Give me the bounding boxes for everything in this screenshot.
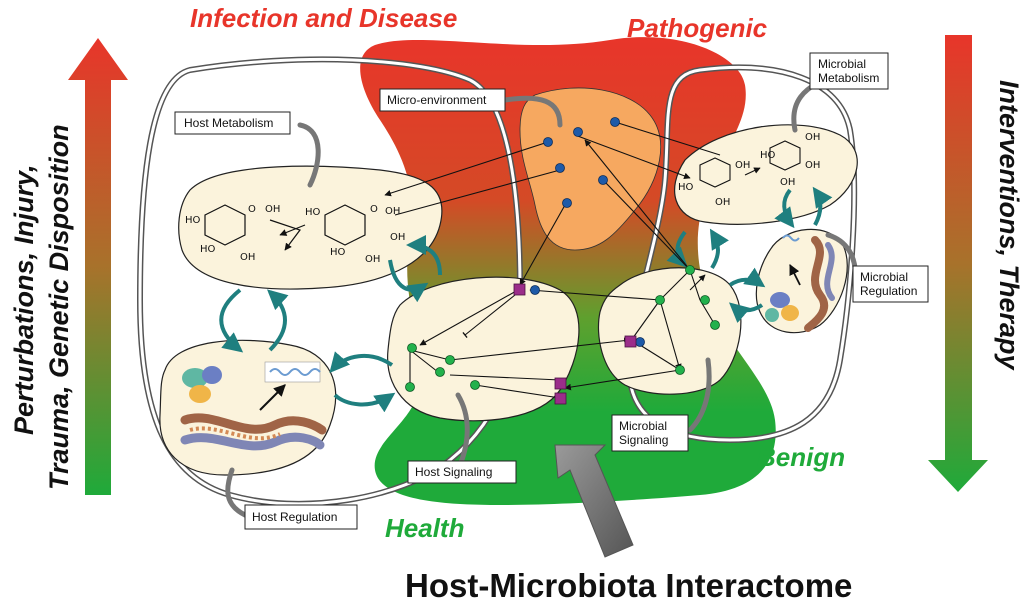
chem-label: OH: [390, 232, 405, 243]
benign-label: Benign: [757, 442, 845, 472]
left-side-text-line2: Trauma, Genetic Disposition: [44, 124, 74, 490]
host-system-boundary: [136, 56, 524, 507]
chem-label: OH: [240, 252, 255, 263]
microbial-regulation-callout: Microbial Regulation: [852, 265, 929, 303]
interface-junctions: [513, 283, 637, 405]
chem-label: HO: [760, 150, 776, 161]
microbial-transcription-arrow: [789, 264, 801, 286]
left-side-text-line1: Perturbations, Injury,: [9, 164, 39, 435]
chem-label: OH: [265, 204, 280, 215]
right-vertical-arrow: [928, 35, 988, 492]
host-glucose-molecules: [204, 204, 366, 251]
right-side-text: Interventions, Therapy: [994, 80, 1024, 372]
chem-label: OH: [780, 177, 795, 188]
chem-label: HO: [330, 247, 346, 258]
callout-host-signaling: Host Signaling: [415, 465, 492, 479]
chem-label: O: [370, 204, 378, 215]
chem-label: OH: [715, 197, 730, 208]
callout-microbial-metabolism-2: Metabolism: [818, 71, 879, 85]
microbial-metabolism-compartment: [674, 124, 858, 225]
microbial-system-boundary: [626, 64, 858, 444]
feedback-loops: [219, 186, 833, 413]
chem-label: HO: [200, 244, 216, 255]
host-mrna: [264, 361, 321, 383]
left-vertical-arrow: [68, 38, 128, 495]
callout-microbial-signaling-1: Microbial: [619, 419, 667, 433]
callout-micro-environment: Micro-environment: [387, 93, 487, 107]
callout-microbial-regulation-1: Microbial: [860, 270, 908, 284]
chem-label: OH: [805, 132, 820, 143]
health-label: Health: [385, 513, 464, 543]
microbial-signaling-compartment: [597, 267, 742, 395]
pathogenic-label: Pathogenic: [627, 13, 768, 43]
microbial-signaling-callout: Microbial Signaling: [611, 414, 689, 452]
chem-label: O: [248, 204, 256, 215]
host-transcription-arrow: [259, 384, 286, 411]
host-regulation-callout: Host Regulation: [244, 504, 358, 530]
chem-label: OH: [385, 206, 400, 217]
callout-microbial-regulation-2: Regulation: [860, 284, 917, 298]
microbial-dna: [804, 236, 835, 332]
chem-label: OH: [805, 160, 820, 171]
interactome-pointer-arrow: [554, 444, 634, 558]
network-edges: [384, 121, 721, 399]
host-metabolism-callout: Host Metabolism: [174, 111, 291, 135]
callout-microbial-signaling-2: Signaling: [619, 433, 668, 447]
callout-microbial-metabolism-1: Microbial: [818, 57, 866, 71]
chem-label: HO: [185, 215, 201, 226]
host-dna: [180, 413, 327, 451]
host-signaling-compartment: [387, 276, 580, 422]
microbial-glucose-molecules: [699, 140, 801, 188]
microbial-metabolism-callout: Microbial Metabolism: [809, 52, 889, 90]
host-regulation-compartment: [159, 339, 337, 476]
callout-host-regulation: Host Regulation: [252, 510, 337, 524]
host-proteins: [182, 366, 222, 403]
callout-host-metabolism: Host Metabolism: [184, 116, 273, 130]
chem-label: HO: [678, 182, 694, 193]
micro-environment-callout: Micro-environment: [379, 88, 506, 112]
chem-label: OH: [365, 254, 380, 265]
host-signaling-callout: Host Signaling: [407, 460, 517, 484]
microbial-mrna: [782, 234, 800, 242]
host-metabolism-compartment: [178, 165, 443, 290]
chem-label: HO: [305, 207, 321, 218]
micro-environment-nodes: [530, 117, 645, 347]
signaling-nodes: [405, 265, 720, 392]
micro-environment-region: [519, 87, 662, 251]
chem-label: OH: [735, 160, 750, 171]
main-title: Host-Microbiota Interactome: [405, 567, 852, 604]
infection-disease-label: Infection and Disease: [190, 3, 457, 33]
microbial-proteins: [765, 292, 799, 322]
